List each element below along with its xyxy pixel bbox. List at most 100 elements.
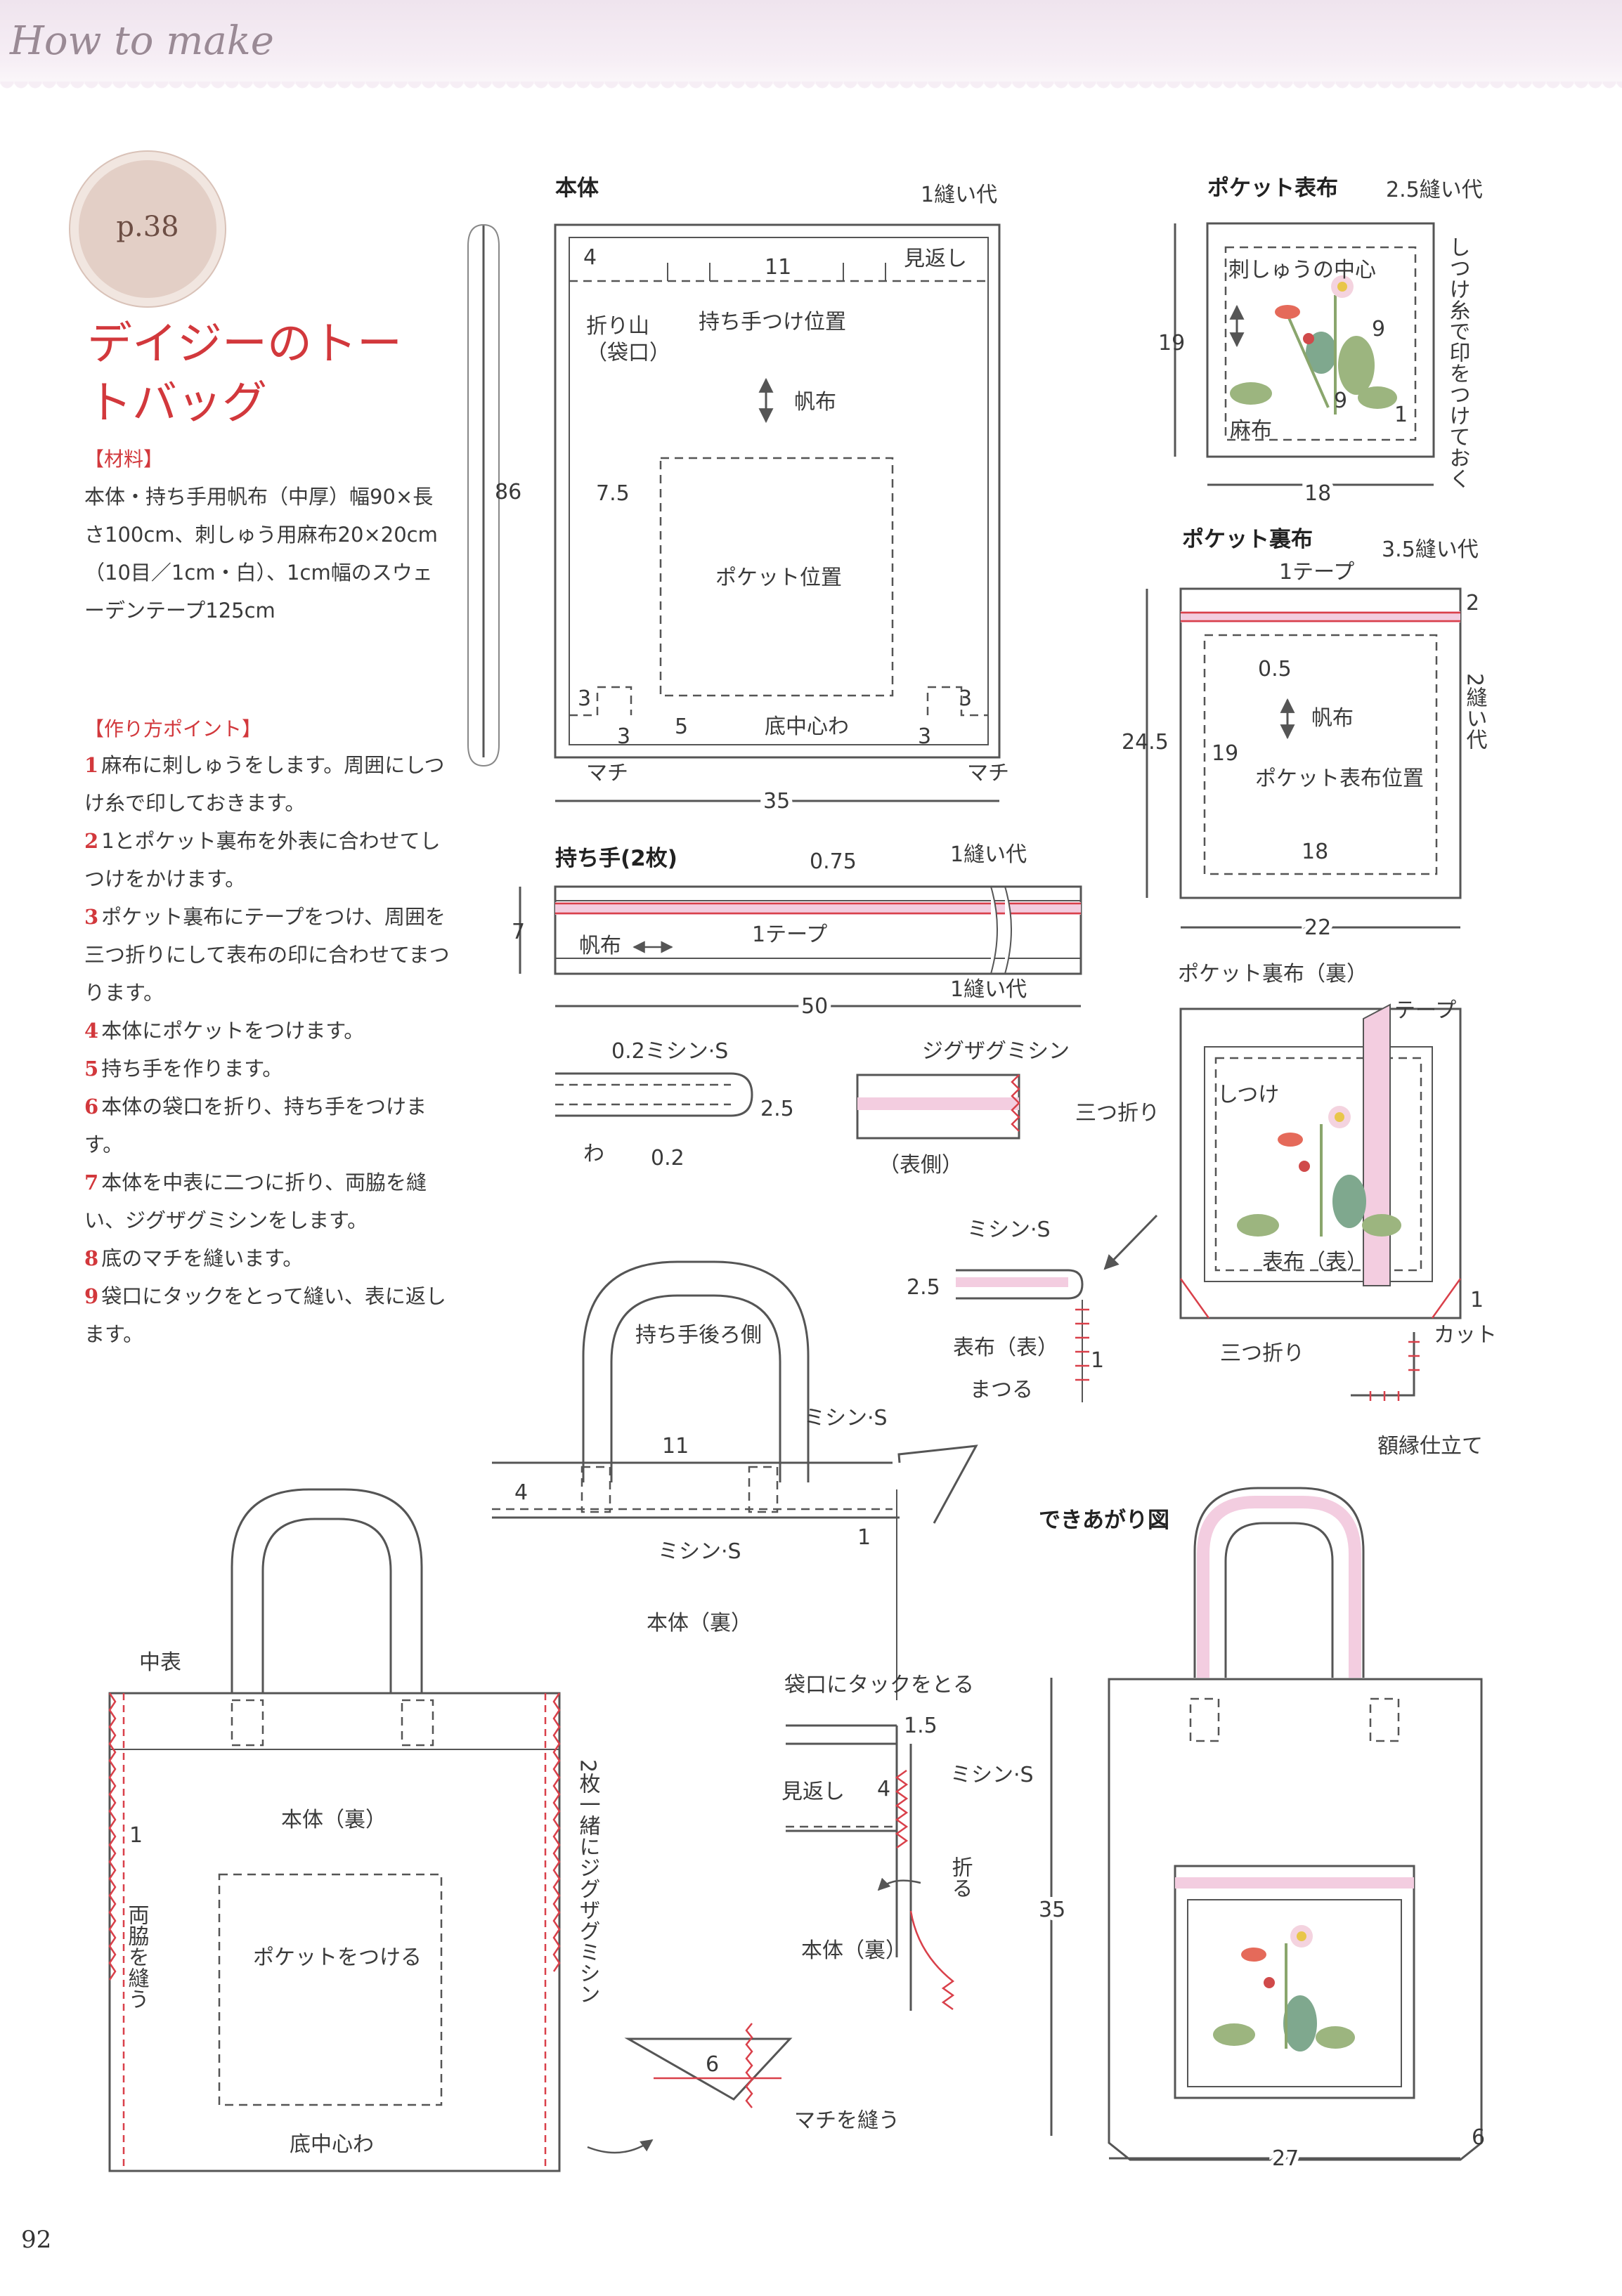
dim-3-left-b: 3 — [617, 724, 630, 749]
pocket-outline — [218, 1873, 443, 2106]
finished-width: 27 — [1272, 2146, 1299, 2171]
step-text: 1とポケット裏布を外表に合わせてしつけをかけます。 — [84, 829, 441, 891]
step-number: 9 — [84, 1284, 99, 1308]
daisy-embroidery — [1213, 1925, 1355, 2052]
pocket-back-outline — [1179, 587, 1462, 899]
finished-bag: できあがり図 35 27 6 — [1034, 1487, 1485, 2175]
dim-9-bottom: 9 — [1334, 389, 1347, 413]
body-heading: 本体 — [555, 176, 599, 201]
handle-heading: 持ち手(2枚) — [555, 846, 677, 871]
step-number: 6 — [84, 1095, 99, 1118]
pocket-front-width: 18 — [1304, 481, 1331, 506]
step-number: 3 — [84, 905, 99, 929]
step-number: 8 — [84, 1246, 99, 1270]
edge-dim-2-5: 2.5 — [907, 1275, 940, 1300]
gusset-sew-label: マチを縫う — [794, 2108, 900, 2133]
zigzag-right — [552, 1692, 561, 1972]
mitre-label: 額縁仕立て — [1377, 1434, 1483, 1459]
pocket-front-seam: 2.5縫い代 — [1386, 178, 1483, 202]
pocket-assembly: ポケット裏布（裏） テープ 三つ折り しつけ 表布（表） 三つ折り 1 カット … — [907, 962, 1497, 1459]
opening-label: （袋口） — [586, 341, 670, 365]
finished-handle-inner — [1224, 1522, 1334, 1678]
zigzag-edge — [1011, 1074, 1020, 1132]
sew-body-diagram: 中表 本体（裏） 1 両脇を縫う ポケットをつける 2枚一緒にジグザグミシン 底… — [108, 1488, 654, 2172]
gusset-label-right: マチ — [967, 761, 1009, 785]
assembly-back-label: ポケット裏布（裏） — [1178, 962, 1368, 986]
front-position-label: ポケット表布位置 — [1255, 767, 1424, 791]
pocket-position-label: ポケット位置 — [715, 566, 842, 590]
tape-band — [555, 902, 1081, 915]
step-text: 袋口にタックをとって縫い、表に返します。 — [84, 1284, 446, 1346]
pocket-back-side-seam: 2縫い代 — [1462, 673, 1488, 750]
dim-5: 5 — [675, 715, 688, 739]
pocket-back-pattern: ポケット裏布 1テープ 3.5縫い代 2 0.5 帆布 2縫い代 24.5 19… — [1122, 527, 1488, 944]
dim-3-right: 3 — [959, 686, 972, 711]
width-35: 35 — [763, 789, 790, 814]
edge-front-label: 表布（表） — [953, 1336, 1058, 1360]
bag-handle-inner — [261, 1518, 392, 1693]
step-number: 1 — [84, 753, 99, 777]
dim-18: 18 — [1302, 840, 1328, 864]
step-text: 本体の袋口を折り、持ち手をつけます。 — [84, 1095, 427, 1156]
step-text: 持ち手を作ります。 — [101, 1057, 283, 1081]
gusset-dim-6: 6 — [706, 2052, 719, 2077]
materials-heading: 【材料】 — [84, 448, 164, 471]
pocket-back-width: 22 — [1304, 915, 1331, 940]
attach-dim-11: 11 — [662, 1434, 689, 1459]
slip-stitches — [1075, 1308, 1089, 1381]
header-band — [0, 0, 1622, 91]
pocket-back-height: 24.5 — [1122, 730, 1169, 755]
handle-strip-outline — [467, 223, 500, 767]
stitch-0-2-label: 0.2ミシン·S — [611, 1039, 728, 1064]
edge-stitch-label: ミシン·S — [967, 1218, 1051, 1242]
materials-body: 本体・持ち手用帆布（中厚）幅90×長さ100cm、刺しゅう用麻布20×20cm（… — [84, 485, 438, 622]
daisy-embroidery — [1230, 275, 1397, 415]
tri-fold-label-2: 三つ折り — [1220, 1341, 1304, 1366]
tape-label: 1テープ — [752, 922, 827, 947]
pocket-front-heading: ポケット表布 — [1207, 176, 1338, 201]
gusset-cutout — [569, 686, 988, 717]
fold-label: 折り山 — [586, 314, 649, 339]
handle-back-label: 持ち手後ろ側 — [635, 1323, 762, 1348]
direction-arrow-icon — [1103, 1214, 1158, 1270]
handle-position-label: 持ち手つけ位置 — [699, 310, 846, 334]
fold-edge-tape — [956, 1277, 1068, 1287]
linen-label: 麻布 — [1230, 418, 1272, 443]
sew-dim-1: 1 — [129, 1823, 143, 1848]
dim-3-left: 3 — [578, 686, 591, 711]
tuck-body-label: 本体（裏） — [801, 1938, 907, 1963]
daisy-embroidery — [1237, 1106, 1401, 1237]
step-text: 本体を中表に二つに折り、両脇を縫い、ジグザグミシンをします。 — [84, 1170, 427, 1232]
gusset-zigzag — [745, 2023, 753, 2108]
handle-end — [401, 1699, 434, 1747]
finished-handle-outer — [1193, 1487, 1365, 1678]
handle-seam-bottom: 1縫い代 — [950, 977, 1027, 1002]
body-seam-label: 1縫い代 — [921, 183, 997, 207]
basting-note: しつけ糸で印をつけておく — [1446, 236, 1470, 489]
handle-pattern: 持ち手(2枚) 0.75 1縫い代 7 1テープ 帆布 1縫い代 50 0.2ミ… — [512, 842, 1082, 1178]
pocket-position-box — [659, 457, 894, 697]
assembly-tape-label: テープ — [1394, 998, 1456, 1023]
tuck-stitch-label: ミシン·S — [950, 1763, 1034, 1787]
attach-dim-4: 4 — [514, 1480, 528, 1505]
cut-label: カット — [1434, 1323, 1497, 1348]
assembly-basting — [1214, 1057, 1422, 1272]
pocket-back-seam: 3.5縫い代 — [1382, 537, 1479, 562]
finished-pocket-tape — [1175, 1877, 1414, 1889]
dim-0-75: 0.75 — [810, 849, 857, 874]
embroidery-center-label: 刺しゅうの中心 — [1228, 258, 1376, 282]
curve-arrow-icon — [587, 2139, 654, 2154]
zigzag-left — [108, 1692, 117, 1981]
step-number: 7 — [84, 1170, 99, 1194]
gusset-label-left: マチ — [586, 761, 628, 785]
header-title: How to make — [10, 18, 274, 64]
tuck-dim-4: 4 — [877, 1777, 890, 1801]
step-text: 麻布に刺しゅうをします。周囲にしつけ糸で印しておきます。 — [84, 753, 445, 815]
finished-height: 35 — [1039, 1898, 1065, 1922]
